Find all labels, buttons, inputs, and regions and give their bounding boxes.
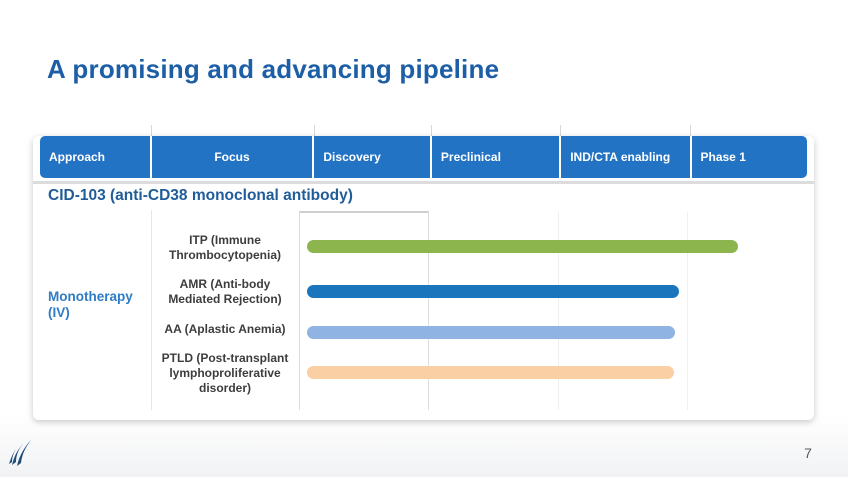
column-tick — [690, 125, 691, 137]
row-label-line: Thrombocytopenia) — [168, 248, 281, 262]
row-label-line: AA (Aplastic Anemia) — [164, 322, 286, 336]
row-label-aa: AA (Aplastic Anemia) — [151, 322, 299, 337]
column-header-discovery: Discovery — [314, 136, 430, 178]
section-title: CID-103 (anti-CD38 monoclonal antibody) — [48, 187, 353, 204]
row-label-line: ITP (Immune — [189, 233, 261, 247]
slide-title: A promising and advancing pipeline — [47, 54, 500, 84]
progress-bar-itp — [307, 240, 738, 253]
progress-bar-aa — [307, 326, 675, 339]
body-column-divider — [151, 210, 152, 410]
row-label-itp: ITP (Immune Thrombocytopenia) — [151, 233, 299, 263]
row-label-line: AMR (Anti-body — [179, 277, 271, 291]
company-logo-icon — [9, 439, 32, 466]
column-tick — [314, 125, 315, 137]
approach-label: Monotherapy (IV) — [48, 289, 133, 321]
column-header-phase1: Phase 1 — [691, 136, 807, 178]
body-column-divider — [687, 212, 688, 410]
row-label-line: Mediated Rejection) — [168, 292, 282, 306]
column-tick — [560, 125, 561, 137]
column-tick — [431, 125, 432, 137]
table-header-row: Approach Focus Discovery Preclinical IND… — [40, 136, 807, 178]
column-tick — [151, 125, 152, 137]
body-column-divider — [558, 212, 559, 410]
row-label-line: lymphoproliferative — [169, 366, 281, 380]
header-underline — [33, 181, 814, 184]
row-label-line: disorder) — [198, 381, 251, 395]
row-label-amr: AMR (Anti-body Mediated Rejection) — [151, 277, 299, 307]
progress-bar-ptld — [307, 366, 674, 379]
row-label-line: PTLD (Post-transplant — [161, 351, 289, 365]
approach-label-line1: Monotherapy — [48, 289, 133, 304]
approach-label-line2: (IV) — [48, 305, 70, 320]
row-label-ptld: PTLD (Post-transplant lymphoproliferativ… — [151, 351, 299, 396]
page-number: 7 — [804, 445, 812, 461]
discovery-highlight-box — [299, 211, 429, 410]
progress-bar-amr — [307, 285, 679, 298]
column-header-preclinical: Preclinical — [431, 136, 560, 178]
column-header-ind-cta: IND/CTA enabling — [561, 136, 690, 178]
pipeline-table-card: Approach Focus Discovery Preclinical IND… — [33, 136, 814, 420]
column-header-approach: Approach — [40, 136, 150, 178]
column-header-focus: Focus — [151, 136, 313, 178]
